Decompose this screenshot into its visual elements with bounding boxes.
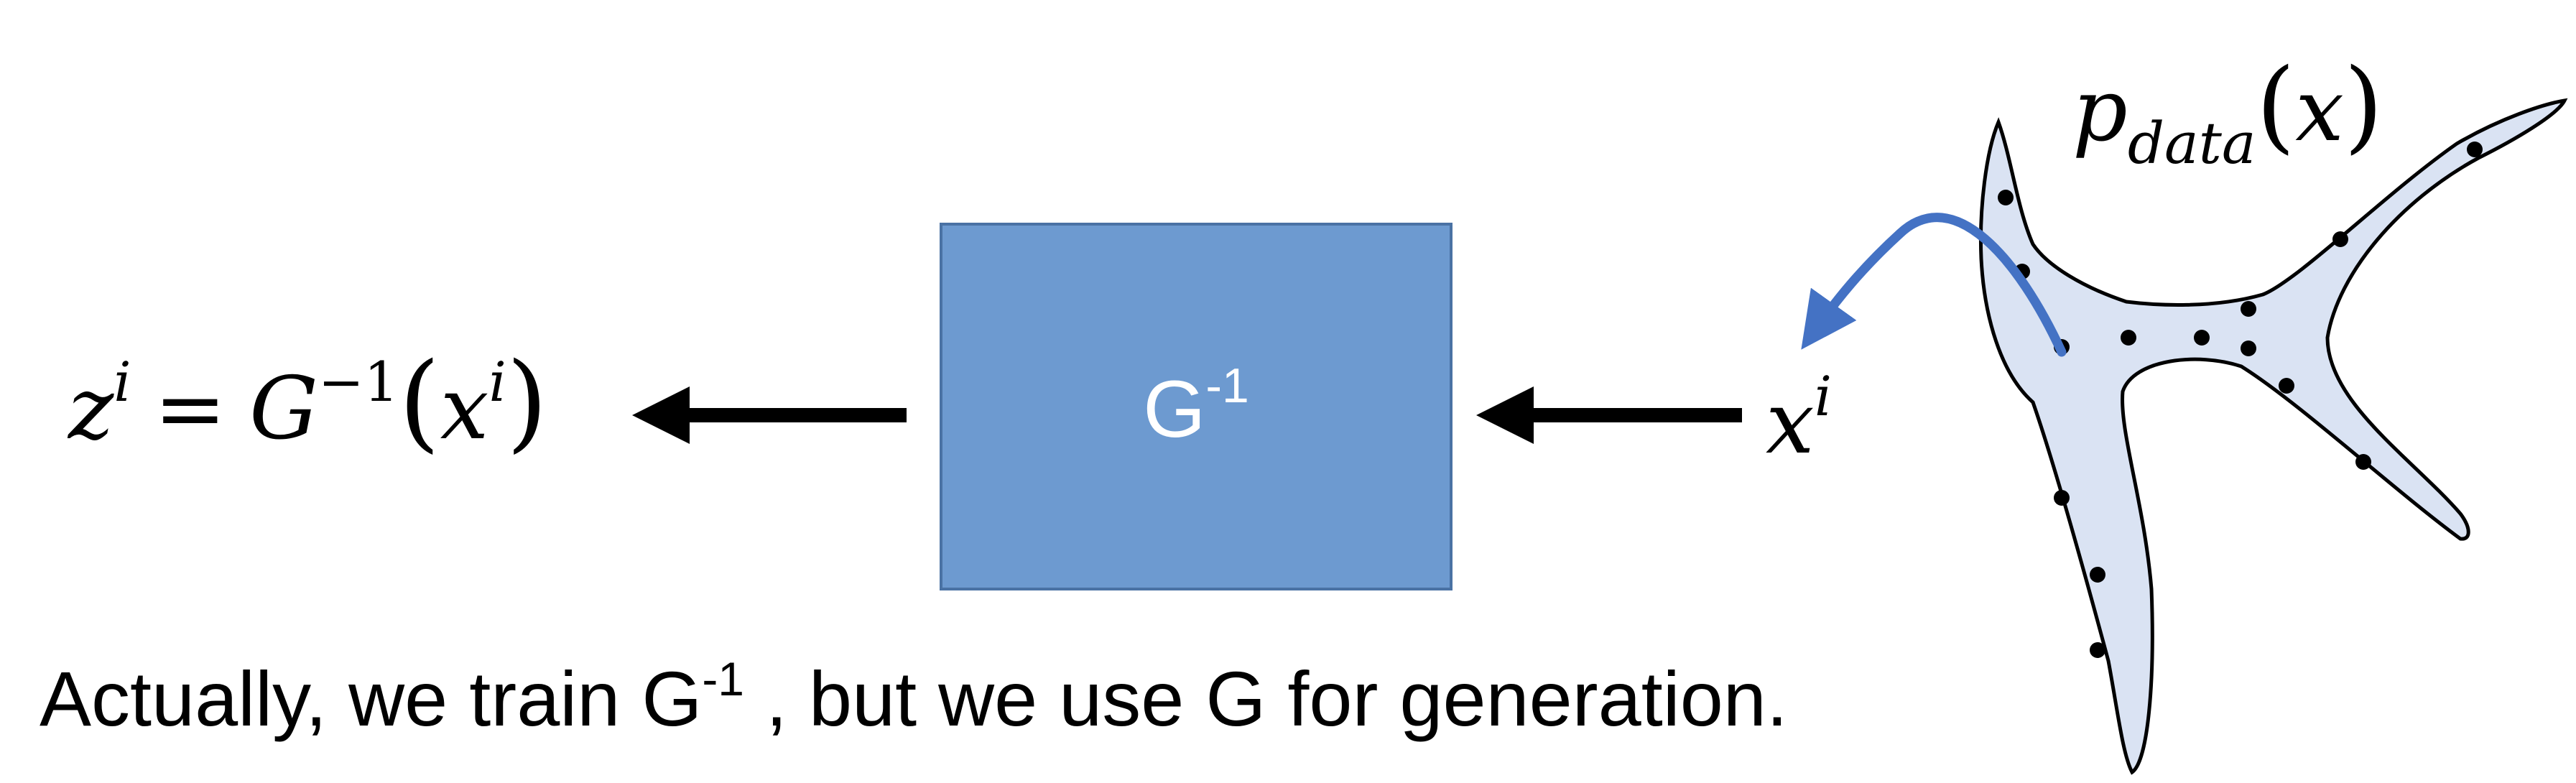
inverse-generator-box: G-1	[940, 223, 1453, 590]
x-superscript: i	[488, 350, 506, 414]
sample-point	[2054, 490, 2070, 506]
svg-text:G-1: G-1	[1143, 358, 1249, 454]
input-arrow	[1476, 386, 1742, 444]
sample-points	[1998, 142, 2483, 658]
g-symbol: G	[249, 359, 318, 459]
sample-point	[2355, 454, 2371, 470]
sample-point	[1998, 190, 2014, 205]
caption-exponent: -1	[702, 652, 744, 705]
equals-sign: =	[154, 359, 227, 459]
z-superscript: i	[113, 350, 131, 414]
distribution-blob	[1978, 98, 2568, 775]
x-symbol: x	[440, 359, 489, 459]
g-inverse-block	[940, 223, 1453, 590]
sample-point	[2194, 330, 2210, 346]
distribution-label: pdata(x)	[2072, 47, 2383, 177]
left-paren: (	[399, 340, 440, 463]
dist-right-paren: )	[2344, 47, 2383, 165]
dist-left-paren: (	[2256, 47, 2296, 165]
sample-point	[2332, 231, 2348, 247]
box-label-exponent: -1	[1205, 358, 1248, 413]
data-subscript: data	[2128, 110, 2256, 177]
z-symbol: z	[67, 359, 114, 459]
sample-point	[2121, 330, 2136, 346]
caption-rest: , but we use G for generation.	[744, 655, 1788, 742]
sample-point	[2241, 340, 2256, 356]
sample-arrow	[1801, 213, 2067, 357]
g-inverse-exponent: −1	[318, 350, 399, 414]
output-formula: zi=G−1(xi)	[67, 340, 548, 463]
input-label: xi	[1766, 364, 1832, 473]
caption: Actually, we train G-1 , but we use G fo…	[40, 652, 1788, 742]
sample-point	[2241, 301, 2256, 317]
output-arrow	[632, 386, 907, 444]
sample-point	[2090, 642, 2105, 658]
box-label-g: G	[1143, 364, 1205, 454]
input-x-symbol: x	[1766, 374, 1815, 473]
svg-text:zi=G−1(xi): zi=G−1(xi)	[67, 340, 548, 463]
input-x-superscript: i	[1815, 364, 1832, 428]
sample-point	[2467, 142, 2483, 157]
p-symbol: p	[2072, 61, 2128, 161]
data-distribution	[1801, 98, 2568, 775]
sample-point	[2090, 567, 2105, 583]
sample-point	[2279, 378, 2294, 394]
dist-variable: x	[2295, 61, 2344, 161]
right-paren: )	[506, 340, 548, 463]
caption-main: Actually, we train G	[40, 655, 702, 742]
